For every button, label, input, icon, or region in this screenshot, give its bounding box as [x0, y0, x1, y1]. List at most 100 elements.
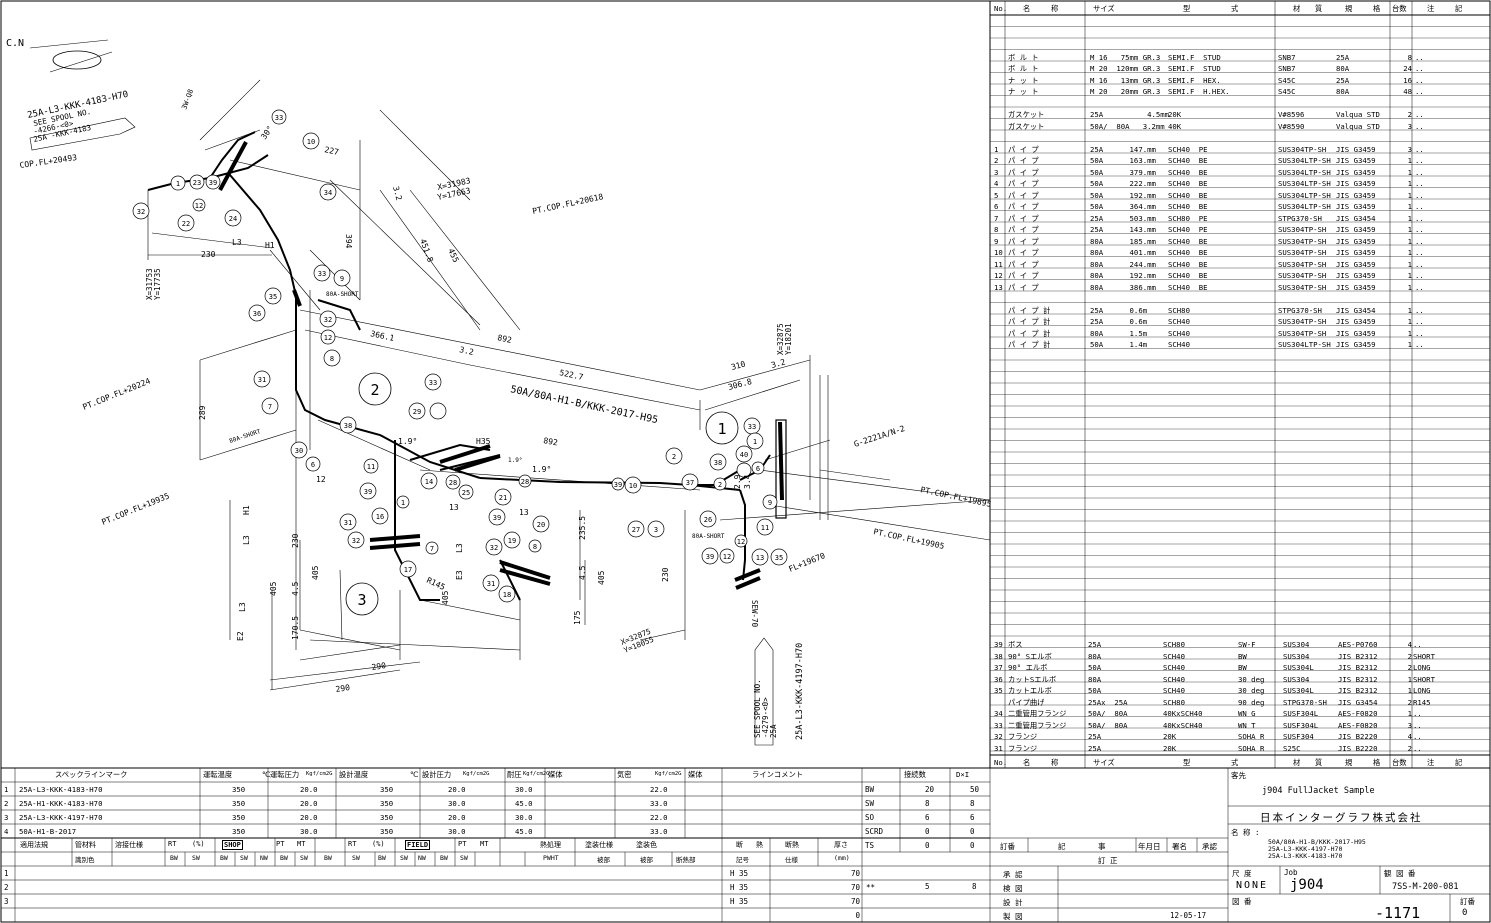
spec-h2-cell: 溶接仕様	[115, 841, 143, 849]
bom-cell-no: 9	[994, 236, 999, 246]
bom-cell-mat: V#8596	[1278, 110, 1305, 119]
bom-header-cell: 台数	[1392, 4, 1407, 13]
dim-text: 80A-SHORT	[326, 291, 359, 298]
bom-cell-spec: JIS G3459	[1336, 190, 1376, 200]
spec-h2-cell: 断	[736, 841, 743, 849]
bom-cell-spec: JIS G3459	[1336, 340, 1376, 349]
bom-cell-note: ..	[1413, 732, 1422, 741]
spec-cell-d_p: 30.0	[448, 827, 466, 836]
bom-cell-qty: 1	[1407, 225, 1412, 234]
bom-header-cell: 材	[1293, 758, 1301, 767]
bom-cell-size: 80A 244.mm	[1090, 259, 1156, 269]
bom-cell-qty: 1	[1407, 248, 1412, 257]
bom-header-cell: 記	[1455, 4, 1463, 13]
bom-cell-mat: SUS304LTP-SH	[1278, 179, 1331, 188]
dim-text: H1	[265, 241, 275, 250]
dim-text: 394	[344, 234, 353, 249]
spec-cell-test: 45.0	[515, 827, 533, 836]
spec-header-cell: 媒体	[688, 770, 703, 779]
spec-cell-op_t: 350	[232, 785, 246, 794]
balloon-label: 8	[533, 543, 537, 551]
bom-cell-size: 25A 0.6m	[1090, 305, 1148, 315]
bom-cell-size: 25A 143.mm	[1090, 225, 1156, 234]
spec-header-cell: スペックラインマーク	[55, 770, 128, 779]
coord-label: Y=18201	[784, 323, 793, 355]
bom-cell-size: 25A	[1088, 732, 1102, 741]
balloon-label: 1	[401, 499, 405, 507]
bom-cell-size: 50A/ 80A 3.2mm	[1090, 121, 1165, 131]
bom-cell-size: 50A/ 80A	[1088, 720, 1128, 730]
see-spool-bottom: SEE SPOOL NO.	[753, 679, 762, 738]
spec-h2-cell: 管材料	[75, 841, 96, 849]
balloon-label: 39	[706, 553, 714, 561]
spec-header-cell: 運転温度	[203, 770, 233, 779]
balloon-label: 33	[429, 379, 437, 387]
balloon-label: 32	[324, 316, 332, 324]
spec-grid	[1, 767, 990, 922]
spec-h3-cell: BW	[440, 854, 448, 862]
bom-cell-qty: 1	[1407, 282, 1412, 292]
bom-cell-note: ..	[1415, 282, 1424, 292]
bom-row	[993, 132, 1486, 144]
balloon-label: 1	[753, 438, 757, 446]
bom-cell-name: パ イ プ	[1008, 202, 1039, 211]
spec-h3-cell: BW	[324, 854, 332, 862]
bom-cell-note: ..	[1415, 225, 1424, 234]
spec-header-cell: Kgf/cm2G	[306, 771, 333, 777]
spec-cell-op_p: 30.0	[300, 827, 318, 836]
bom-cell-mat: SUS304TP-SH	[1278, 328, 1327, 338]
bom-cell-name: ボ ル ト	[1008, 64, 1039, 73]
bom-cell-conn: SOHA R	[1238, 732, 1265, 741]
spec-header-cell: 耐圧	[507, 770, 522, 779]
dim-text: 235.5	[578, 516, 587, 540]
spec-cell-mark: 25A-L3-KKK-4183-H70	[19, 785, 103, 794]
balloon-label: 29	[413, 408, 421, 416]
bom-row	[993, 40, 1486, 52]
bom-cell-size: 50A	[1088, 686, 1102, 695]
spec-cell-mark: 25A-L3-KKK-4197-H70	[19, 813, 103, 822]
balloon-label: 6	[311, 461, 315, 469]
spec-h3-cell: SW	[460, 854, 468, 862]
bom-cell-spec: 80A	[1336, 87, 1350, 96]
flanges	[218, 141, 784, 590]
bom-cell-spec: JIS B2220	[1338, 732, 1378, 741]
bom-cell-type: SCH40 BE	[1168, 202, 1208, 211]
balloon-label: 36	[253, 310, 261, 318]
bom-cell-spec: JIS G3459	[1336, 202, 1376, 211]
dim-text: 290	[371, 661, 387, 672]
balloon-label: 12	[195, 202, 203, 210]
balloon-label: 2	[672, 453, 676, 461]
bom-cell-size: 25A	[1088, 743, 1102, 753]
balloon-label: 23	[193, 179, 201, 187]
bom-header-cell: 規	[1345, 4, 1353, 13]
coord-label: X=31753	[145, 268, 154, 300]
bom-cell-mat: SUS304LTP-SH	[1278, 156, 1331, 165]
dim-text: L3	[238, 602, 247, 612]
bom-cell-note: ..	[1415, 121, 1424, 131]
spec-cell-test: 30.0	[515, 813, 533, 822]
balloon-label: 7	[268, 403, 272, 411]
bom-header-cell: 注	[1427, 758, 1435, 767]
bom-cell-note: ..	[1415, 52, 1424, 62]
joints-header-count: 接続数	[904, 770, 926, 779]
bom-cell-size: 50A 192.mm	[1090, 190, 1156, 200]
title-grid	[989, 768, 1490, 922]
spec-h2-cell: 適用法規	[20, 841, 48, 849]
bom-cell-size: 25A 503.mm	[1090, 213, 1156, 223]
bom-cell-size: 80A	[1088, 651, 1102, 661]
bom-header-cell: 規	[1345, 758, 1353, 767]
bom-cell-name: ボス	[1008, 640, 1023, 649]
bom-cell-spec: JIS G3459	[1336, 317, 1376, 326]
bom-cell-qty: 1	[1407, 179, 1412, 188]
bom-cell-no: 12	[994, 271, 1003, 280]
spec-cell-air: 33.0	[650, 827, 668, 836]
spec-h3-cell: (mm)	[834, 854, 850, 862]
balloon-label: 11	[761, 524, 769, 532]
